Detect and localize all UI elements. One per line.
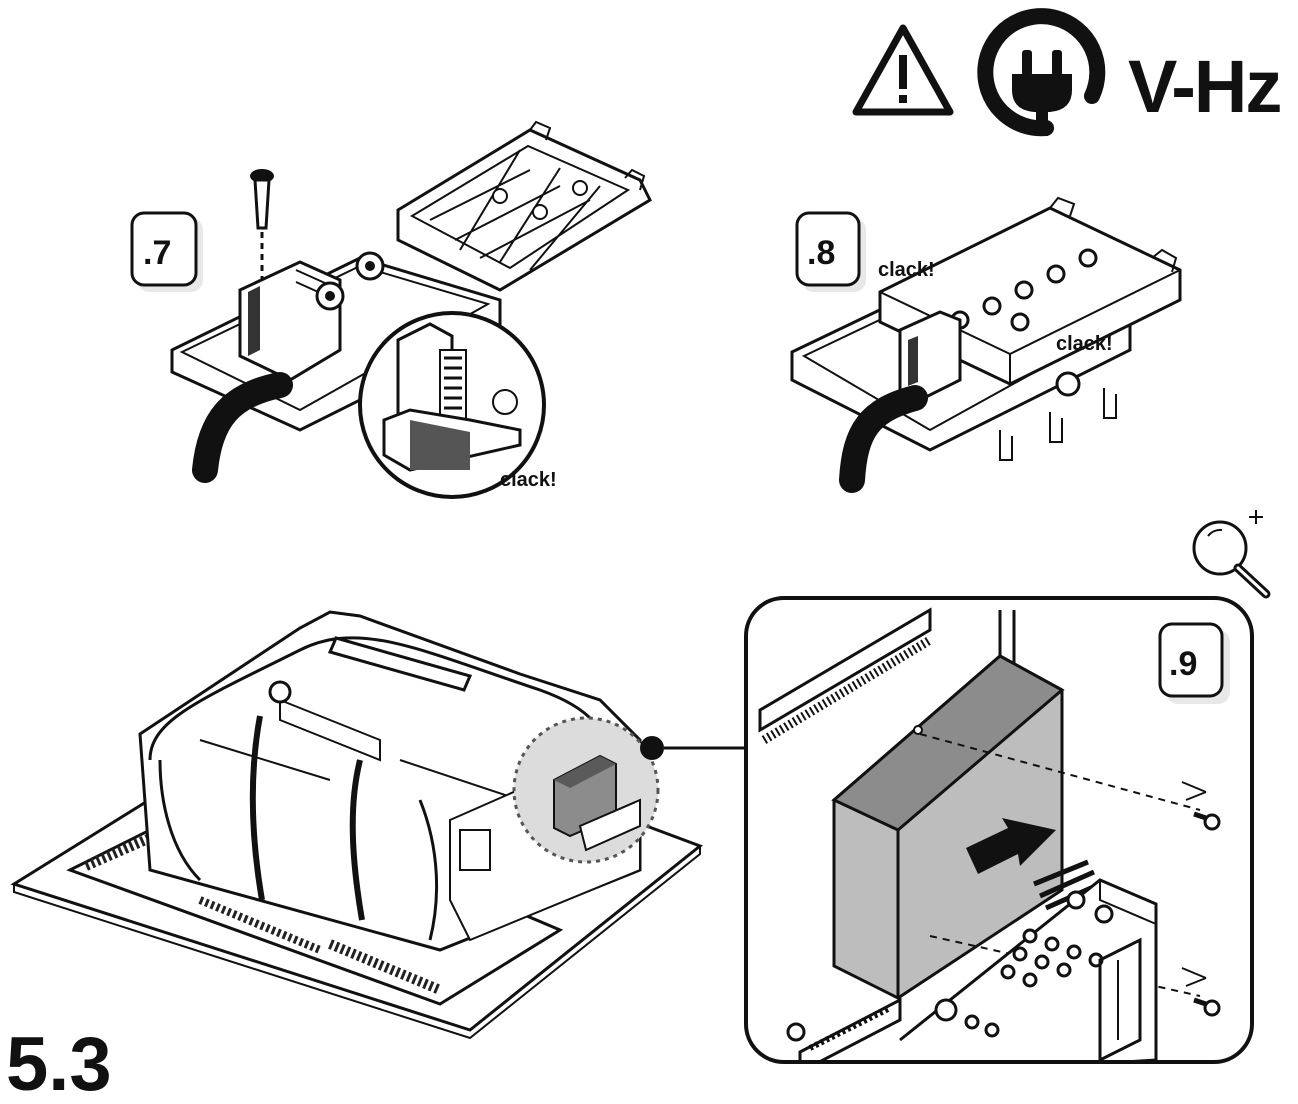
screw-icon-lower: [1181, 967, 1221, 1017]
step-7-illustration: clack!: [170, 120, 652, 499]
power-plug-icon: [977, 8, 1106, 137]
step-9-badge: .9: [1158, 622, 1230, 704]
appliance-illustration: [10, 610, 746, 1040]
step-8-badge: .8: [795, 211, 866, 292]
insert-direction-arrow-icon: [966, 818, 1102, 911]
step-7-label: .7: [143, 234, 171, 272]
zoom-in-magnifier-icon: [1192, 510, 1271, 599]
step-8-illustration: clack! clack!: [790, 196, 1182, 493]
step-7-badge: .7: [130, 211, 203, 292]
screw-icon: [250, 169, 274, 280]
screw-icon-upper: [1181, 781, 1221, 831]
step-8-label: .8: [807, 234, 835, 272]
step-8-clack-label-left: clack!: [878, 259, 935, 281]
warning-triangle-icon: [852, 24, 954, 116]
step-9-label: .9: [1169, 645, 1197, 683]
step-8-clack-label-right: clack!: [1056, 333, 1113, 355]
step-7-clack-label: clack!: [500, 469, 557, 491]
voltage-label: V-Hz: [1128, 45, 1280, 128]
section-number: 5.3: [6, 1022, 112, 1104]
step-9-detail-panel: .9: [744, 596, 1254, 1064]
